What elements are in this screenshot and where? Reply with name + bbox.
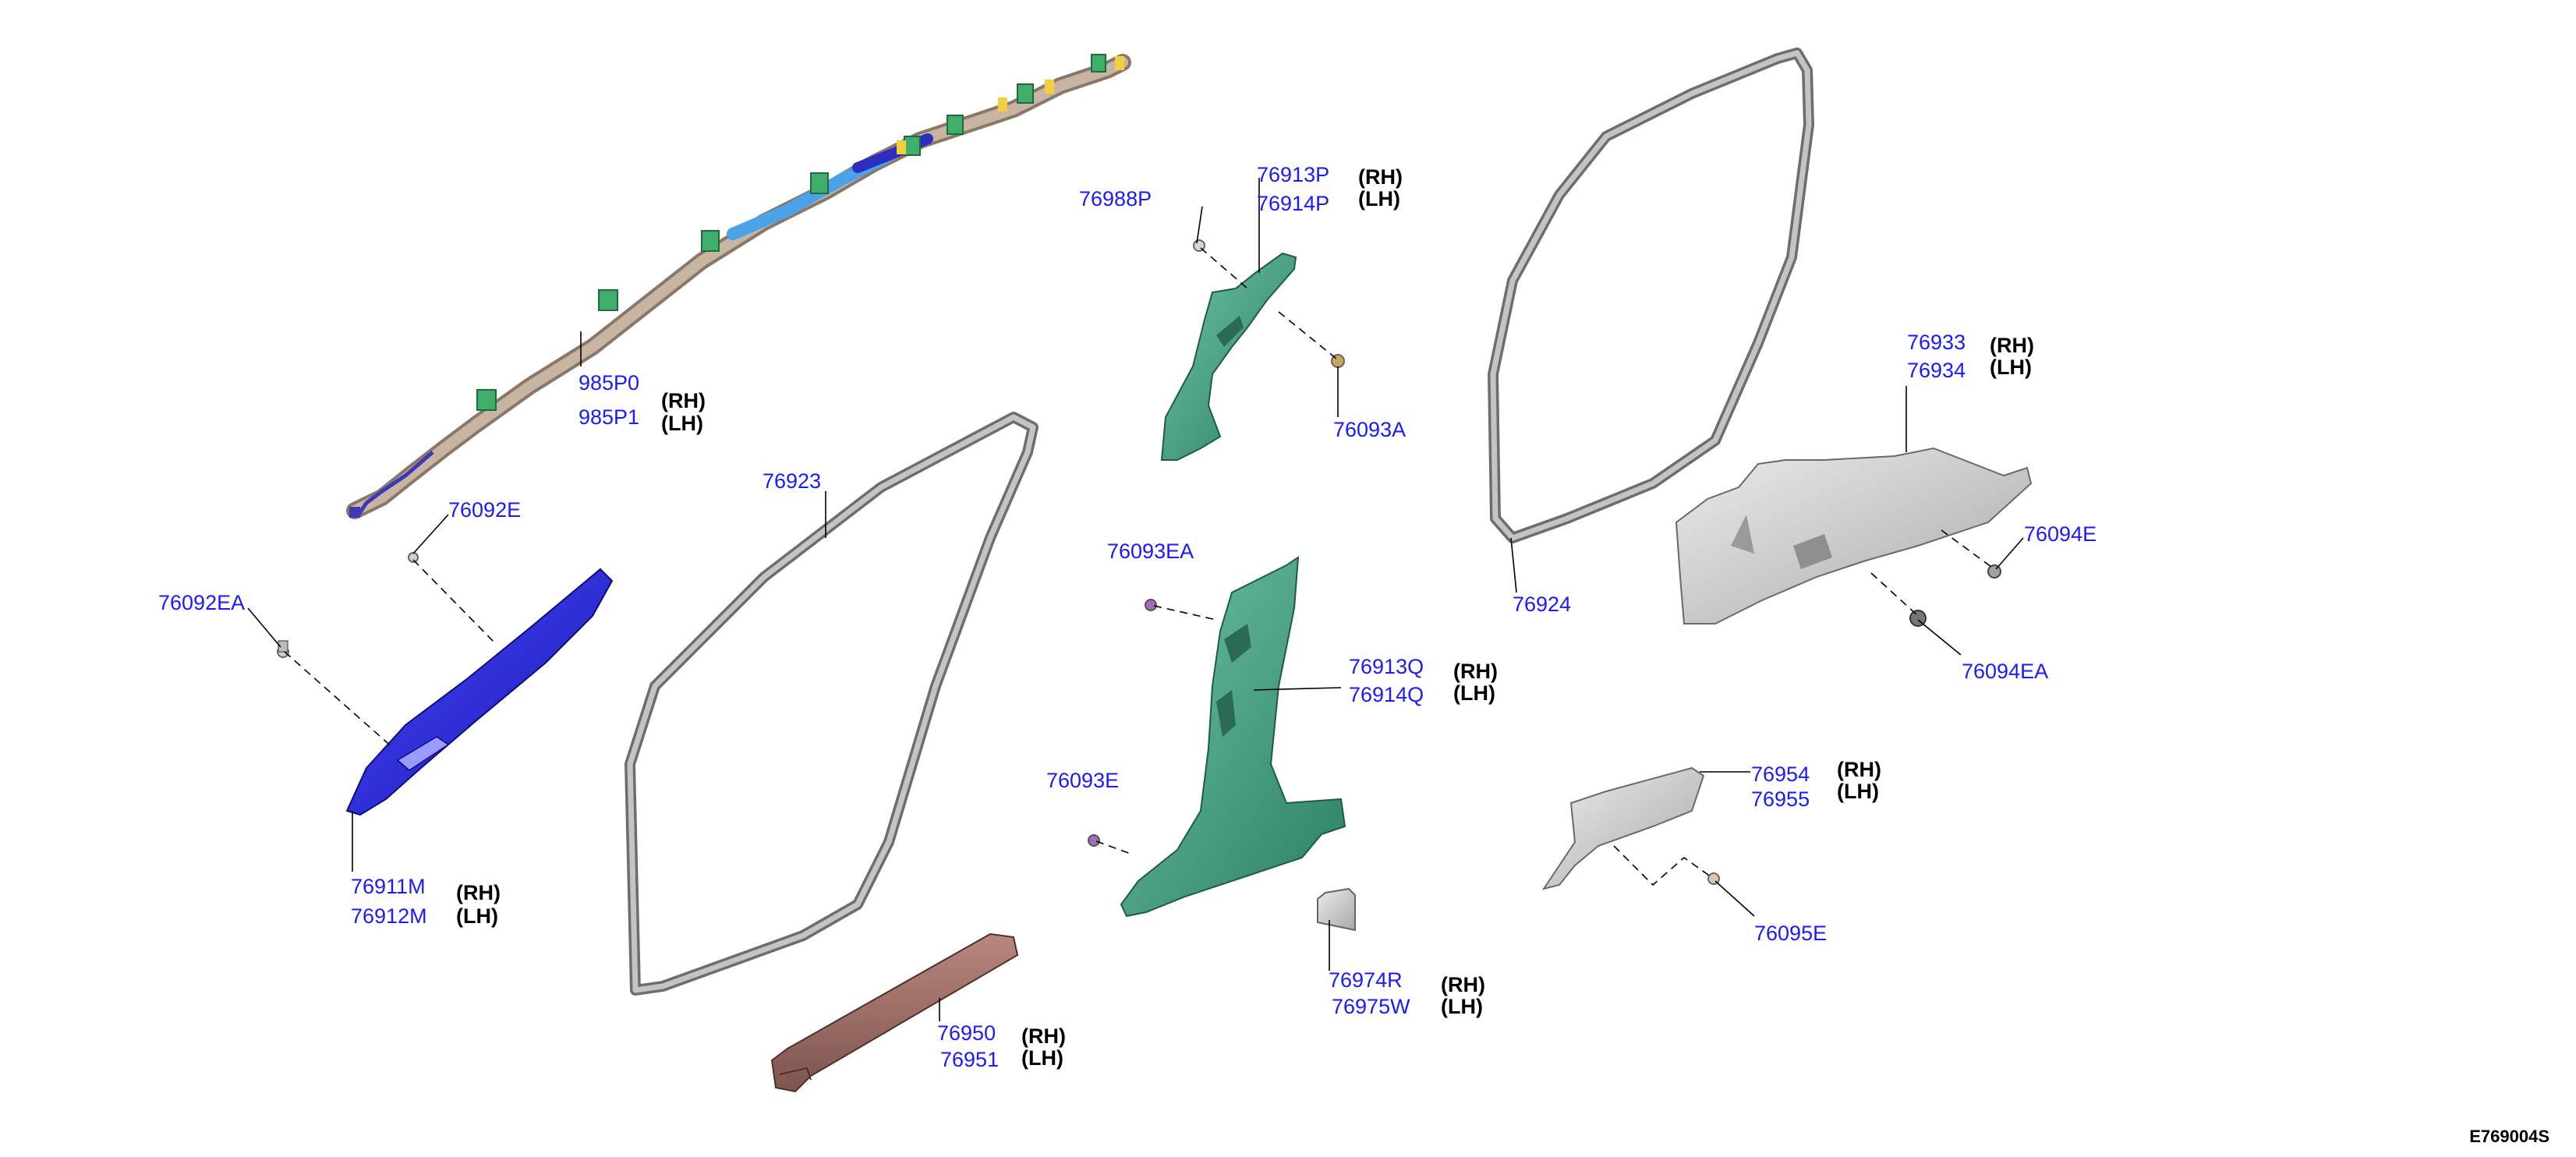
part-number-label: 76924 bbox=[1513, 593, 1571, 616]
callout-76911m: 76911M 76912M (RH) (LH) bbox=[351, 875, 501, 928]
part-number-label: 76975W bbox=[1332, 995, 1410, 1018]
callout-76093ea: 76093EA bbox=[1107, 540, 1194, 563]
callout-76093a: 76093A bbox=[1333, 418, 1406, 441]
side-label: (RH) bbox=[1021, 1024, 1066, 1048]
side-label: (RH) bbox=[1990, 334, 2034, 357]
rear-side-trim-part bbox=[1675, 447, 2033, 627]
part-number-label: 76092EA bbox=[158, 591, 245, 614]
part-number-label: 76923 bbox=[763, 469, 821, 493]
callout-76092e: 76092E bbox=[448, 498, 521, 522]
side-label: (RH) bbox=[1441, 973, 1485, 996]
part-number-label: 76951 bbox=[940, 1048, 999, 1071]
installation-lines bbox=[284, 247, 1995, 886]
callout-76923: 76923 bbox=[763, 469, 821, 493]
callout-76950: 76950 76951 (RH) (LH) bbox=[937, 1021, 1066, 1071]
part-number-label: 76954 bbox=[1751, 762, 1810, 786]
side-label: (RH) bbox=[456, 881, 501, 904]
side-label: (LH) bbox=[1441, 995, 1483, 1018]
callout-76913p: 76913P 76914P (RH) (LH) bbox=[1257, 163, 1403, 215]
part-number-label: 76913P bbox=[1257, 163, 1329, 186]
side-label: (LH) bbox=[1990, 356, 2032, 379]
front-sill-plate-part bbox=[770, 932, 1019, 1093]
part-number-label: 76095E bbox=[1754, 922, 1827, 945]
part-number-label: 76912M bbox=[351, 904, 427, 928]
side-label: (RH) bbox=[1837, 758, 1881, 781]
part-number-label: 76911M bbox=[351, 875, 426, 898]
callout-76093e: 76093E bbox=[1046, 769, 1119, 792]
part-number-label: 76950 bbox=[937, 1021, 996, 1045]
part-number-label: 76094EA bbox=[1962, 660, 2048, 683]
side-label: (RH) bbox=[1453, 660, 1498, 683]
clip-cover-part bbox=[1317, 887, 1356, 932]
part-number-label: 76934 bbox=[1907, 359, 1966, 382]
upper-b-pillar-trim-part bbox=[1160, 239, 1345, 461]
side-label: (LH) bbox=[661, 412, 703, 435]
rear-door-weatherstrip-part bbox=[1488, 48, 1814, 543]
callout-76988p: 76988P bbox=[1079, 187, 1152, 211]
lower-b-pillar-trim-part bbox=[1088, 556, 1346, 918]
callout-76933: 76933 76934 (RH) (LH) bbox=[1907, 331, 2034, 382]
callout-76094e: 76094E bbox=[2024, 522, 2097, 546]
part-number-label: 76094E bbox=[2024, 522, 2097, 546]
part-number-label: 76092E bbox=[448, 498, 521, 522]
part-number-label: 76974R bbox=[1329, 968, 1403, 992]
curtain-airbag-part bbox=[346, 54, 1131, 519]
callout-76094ea: 76094EA bbox=[1962, 660, 2048, 683]
kick-plate-part bbox=[1541, 766, 1720, 890]
side-label: (RH) bbox=[661, 389, 706, 412]
side-label: (LH) bbox=[1021, 1046, 1063, 1070]
part-number-label: 76955 bbox=[1751, 787, 1810, 811]
side-label: (LH) bbox=[1837, 780, 1879, 803]
callout-985p0: 985P0 985P1 (RH) (LH) bbox=[579, 371, 706, 435]
part-number-label: 76914Q bbox=[1349, 683, 1424, 706]
part-number-label: 76933 bbox=[1907, 331, 1966, 354]
callout-76974r: 76974R 76975W (RH) (LH) bbox=[1329, 968, 1485, 1018]
side-label: (LH) bbox=[1453, 681, 1495, 705]
side-label: (LH) bbox=[1358, 187, 1400, 211]
part-number-label: 985P0 bbox=[579, 371, 639, 395]
side-label: (LH) bbox=[456, 904, 498, 928]
callout-76092ea: 76092EA bbox=[158, 591, 245, 614]
callout-76913q: 76913Q 76914Q (RH) (LH) bbox=[1349, 655, 1498, 706]
callout-76924: 76924 bbox=[1513, 593, 1571, 616]
side-label: (RH) bbox=[1358, 165, 1403, 189]
part-number-label: 76913Q bbox=[1349, 655, 1424, 678]
part-number-label: 76988P bbox=[1079, 187, 1152, 211]
part-number-label: 76093E bbox=[1046, 769, 1119, 792]
leader-lines bbox=[247, 178, 2024, 1021]
callout-76095e: 76095E bbox=[1754, 922, 1827, 945]
part-number-label: 76093EA bbox=[1107, 540, 1194, 563]
callout-76954: 76954 76955 (RH) (LH) bbox=[1751, 758, 1881, 811]
front-door-weatherstrip-part bbox=[625, 412, 1039, 996]
part-number-label: 76914P bbox=[1257, 192, 1329, 215]
diagram-reference-code: E769004S bbox=[2469, 1127, 2549, 1146]
part-number-label: 985P1 bbox=[579, 405, 639, 429]
part-number-label: 76093A bbox=[1333, 418, 1406, 441]
